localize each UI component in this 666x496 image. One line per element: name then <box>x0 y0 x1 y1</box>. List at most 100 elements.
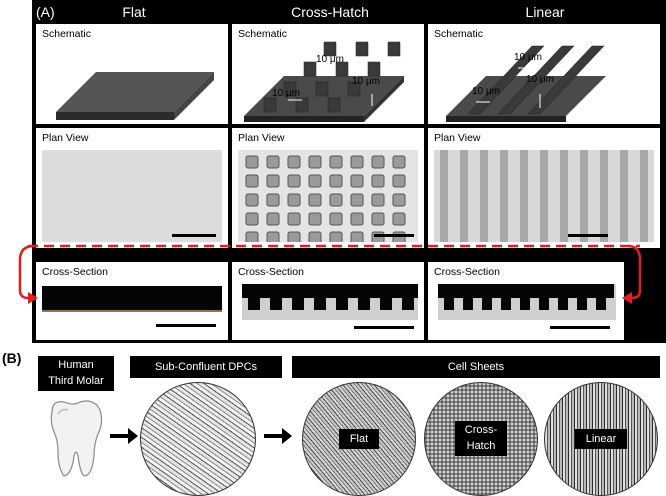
micropost <box>329 231 343 242</box>
micropost <box>266 155 280 169</box>
micropost <box>350 231 364 242</box>
ridge <box>380 296 392 310</box>
micropost <box>371 174 385 188</box>
source-label-line1: Human <box>58 359 94 371</box>
ridge <box>482 296 492 310</box>
groove-line <box>580 150 588 242</box>
micropost <box>287 231 301 242</box>
scale-bar <box>374 234 414 237</box>
substrate-base <box>242 284 418 298</box>
plan-title: Plan View <box>42 132 89 144</box>
dimension-label: 10 μm <box>316 54 344 65</box>
ridge <box>358 296 370 310</box>
micropost <box>371 212 385 226</box>
flat-sheet-label: Flat <box>339 429 379 449</box>
ridge <box>558 296 568 310</box>
dimension-label: 10 μm <box>526 74 554 85</box>
flat-surface-schematic <box>56 72 214 120</box>
micropost <box>308 193 322 207</box>
micropost <box>287 155 301 169</box>
ridge <box>444 296 454 310</box>
section-linear-image <box>438 284 616 320</box>
arrow-right-icon <box>110 428 138 444</box>
ridge <box>248 296 260 310</box>
micropost <box>266 231 280 242</box>
micropost <box>329 155 343 169</box>
micropost <box>245 231 259 242</box>
micropost <box>392 212 406 226</box>
ridge <box>292 296 304 310</box>
cross-hatch-schematic <box>244 41 404 122</box>
section-title: Cross-Section <box>238 266 304 278</box>
micropost <box>287 174 301 188</box>
plan-title: Plan View <box>238 132 285 144</box>
micropost <box>287 193 301 207</box>
plan-flat-cell: Plan View <box>36 128 228 248</box>
section-cross-hatch-image <box>242 284 418 320</box>
section-cross-hatch-cell: Cross-Section <box>232 262 424 340</box>
section-title: Cross-Section <box>434 266 500 278</box>
micropost <box>392 174 406 188</box>
dimension-label: 10 μm <box>352 76 380 87</box>
linear-sheet-micrograph: Linear <box>544 382 658 496</box>
linear-schematic <box>446 45 606 122</box>
ridge <box>596 296 606 310</box>
micropost <box>245 174 259 188</box>
ridge <box>577 296 587 310</box>
cross-hatch-label-line1: Cross- <box>464 424 498 436</box>
section-flat-cell: Cross-Section <box>36 262 228 340</box>
groove-line <box>620 150 628 242</box>
groove-line <box>500 150 508 242</box>
plan-flat-image <box>42 150 222 242</box>
groove-line <box>640 150 648 242</box>
plan-linear-image <box>434 150 654 242</box>
groove-line <box>480 150 488 242</box>
ridge <box>270 296 282 310</box>
dpc-label-box: Sub-Confluent DPCs <box>130 356 282 378</box>
micropost <box>329 193 343 207</box>
scale-bar <box>550 326 610 329</box>
micropost <box>371 155 385 169</box>
micropost <box>350 155 364 169</box>
section-title: Cross-Section <box>42 266 108 278</box>
micropost <box>329 174 343 188</box>
micropost <box>350 193 364 207</box>
micropost <box>371 193 385 207</box>
panel-a-label: (A) <box>36 4 55 20</box>
groove-line <box>440 150 448 242</box>
micropost <box>245 193 259 207</box>
micropost <box>308 155 322 169</box>
column-header-flat: Flat <box>122 4 146 20</box>
section-linear-cell: Cross-Section <box>428 262 624 340</box>
dimension-label: 10 μm <box>514 52 542 63</box>
source-label-box: Human Third Molar <box>38 356 114 391</box>
tooth-icon <box>50 400 103 477</box>
groove-line <box>520 150 528 242</box>
micropost <box>350 212 364 226</box>
micropost <box>308 231 322 242</box>
micropost <box>392 193 406 207</box>
scale-bar <box>156 324 216 327</box>
column-header-linear: Linear <box>525 4 565 20</box>
micropost <box>266 174 280 188</box>
section-flat-image <box>42 286 222 312</box>
panel-b-label: (B) <box>2 350 22 366</box>
micropost <box>266 212 280 226</box>
scale-bar <box>172 234 216 237</box>
schematic-linear-cell: Schematic 10 μm 10 μm 10 μm <box>428 24 660 124</box>
ridge <box>520 296 530 310</box>
flat-sheet-micrograph: Flat <box>302 382 416 496</box>
scale-bar <box>568 234 608 237</box>
micropost <box>329 212 343 226</box>
micropost <box>350 174 364 188</box>
cell-sheets-label-box: Cell Sheets <box>292 356 660 378</box>
micropost <box>308 174 322 188</box>
plan-cross-hatch-cell: Plan View <box>232 128 424 248</box>
dpc-micrograph <box>140 382 256 496</box>
ridge <box>501 296 511 310</box>
cross-hatch-label-line2: Hatch <box>466 440 496 452</box>
micropost <box>245 212 259 226</box>
source-label-line2: Third Molar <box>48 375 104 387</box>
micropost <box>392 155 406 169</box>
schematic-title: Schematic <box>434 28 484 40</box>
